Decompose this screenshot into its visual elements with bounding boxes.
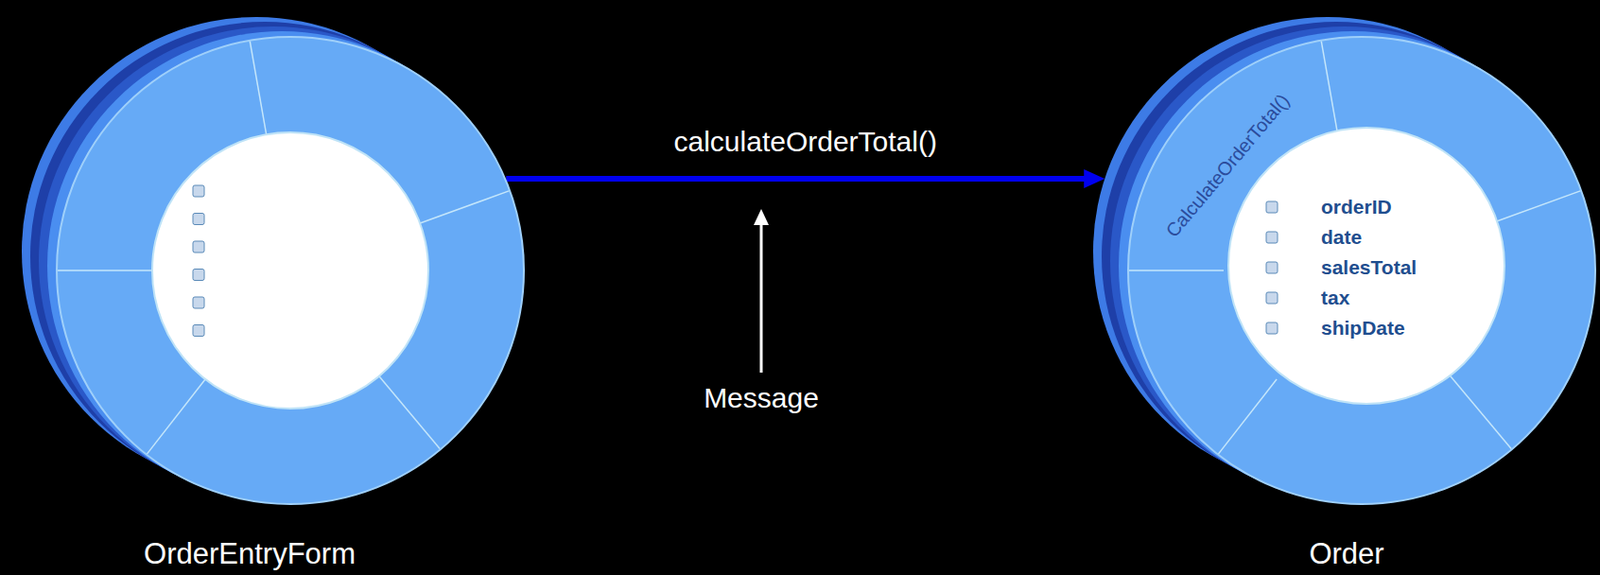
disc-face: [56, 36, 524, 505]
attribute-marker: [192, 241, 205, 253]
object-name: Order: [1308, 539, 1384, 569]
object-name: OrderEntryForm: [143, 539, 356, 569]
attribute-name: orderID: [1321, 191, 1392, 223]
segment-divider: [1450, 376, 1512, 450]
attribute-marker: [192, 269, 205, 281]
message-name: calculateOrderTotal(): [670, 125, 941, 157]
object-disc: OrderEntryForm: [55, 35, 525, 505]
disc-face: [1128, 36, 1596, 505]
segment-divider: [57, 269, 153, 272]
pointer-label: Message: [703, 382, 819, 414]
object-disc: OrderCalculateOrderTotal()orderIDdatesal…: [1127, 35, 1597, 505]
pointer-line: [760, 223, 764, 373]
message-arrow: [505, 169, 1105, 189]
disc-outline: [55, 35, 525, 505]
segment-divider: [147, 379, 207, 454]
disc-core: [152, 132, 429, 409]
attribute-name: date: [1321, 222, 1362, 253]
segment-divider: [249, 41, 266, 135]
arrow-head: [1083, 169, 1105, 189]
pointer-head: [753, 208, 769, 226]
attribute-marker: [1266, 261, 1278, 274]
attribute-marker: [1266, 322, 1278, 334]
attribute-name: salesTotal: [1321, 252, 1417, 283]
segment-divider: [419, 191, 509, 224]
attribute-marker: [1266, 292, 1278, 304]
attribute-core: orderIDdatesalesTotaltaxshipDate: [1228, 127, 1505, 404]
segment-divider: [379, 376, 440, 450]
segment-divider: [1129, 269, 1224, 272]
attribute-marker: [1266, 231, 1278, 244]
attribute-name: shipDate: [1321, 313, 1406, 344]
attribute-marker: [192, 325, 205, 337]
segment-divider: [1491, 191, 1581, 224]
attribute-marker: [1266, 201, 1278, 213]
segment-divider: [1218, 379, 1278, 454]
attribute-name: tax: [1321, 282, 1350, 314]
attribute-marker: [192, 213, 205, 226]
attribute-marker: [192, 185, 205, 197]
segment-divider: [1321, 41, 1338, 135]
attribute-marker: [192, 296, 205, 309]
disc-core: [1228, 127, 1505, 404]
arrow-shaft: [505, 175, 1086, 182]
